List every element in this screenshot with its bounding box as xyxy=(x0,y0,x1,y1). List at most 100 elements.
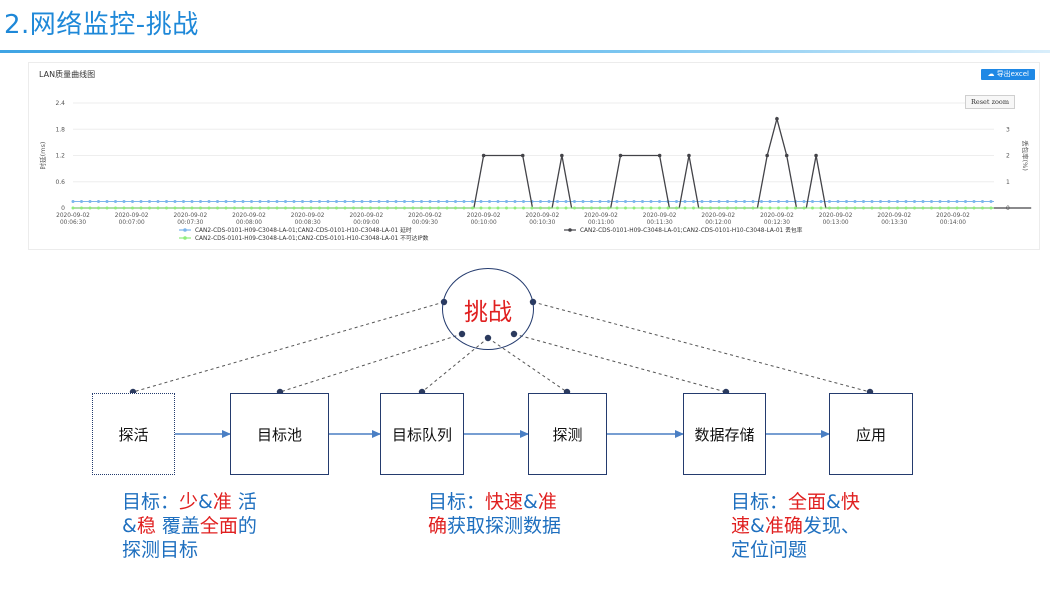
data-point xyxy=(947,206,950,210)
data-point xyxy=(564,199,568,203)
data-point xyxy=(828,206,831,210)
goal-keyword: 稳 xyxy=(136,515,156,537)
data-point xyxy=(471,206,474,210)
data-point xyxy=(649,206,653,210)
data-point xyxy=(386,199,389,203)
goal-keyword: 少 xyxy=(179,491,199,513)
data-point xyxy=(785,199,789,203)
data-point xyxy=(972,199,976,203)
data-point xyxy=(964,206,967,210)
chart-panel: 00.61.21.82.401234时延(ms)丢包率(%)2020-09-02… xyxy=(28,62,1040,250)
line-chart: 00.61.21.82.401234时延(ms)丢包率(%)2020-09-02… xyxy=(38,100,1032,242)
data-point xyxy=(199,199,202,203)
data-point xyxy=(496,206,500,210)
dashed-link-4 xyxy=(487,337,568,393)
x-tick-label: 2020-09-02 xyxy=(173,213,207,219)
data-point xyxy=(751,199,755,203)
goal-keyword: 快速 xyxy=(485,491,524,513)
data-point xyxy=(649,199,653,203)
y-axis-label: 时延(ms) xyxy=(38,142,47,170)
data-point xyxy=(479,199,483,203)
data-point xyxy=(618,153,623,158)
node-data-storage: 数据存储 xyxy=(683,393,766,475)
goal-text-3: 目标：全面&快速&准确发现、定位问题 xyxy=(731,490,931,562)
dashed-link-6 xyxy=(532,301,871,393)
legend-marker xyxy=(568,228,572,232)
data-point xyxy=(275,206,279,210)
data-point xyxy=(173,206,177,210)
data-point xyxy=(481,153,486,158)
goal-text-run: 活 xyxy=(231,491,257,513)
data-point xyxy=(590,206,593,210)
goal-text-run: 定位问题 xyxy=(731,539,808,561)
data-point xyxy=(224,199,228,203)
data-point xyxy=(80,199,83,203)
goal-keyword: 全面 xyxy=(199,515,238,537)
reset-zoom-button[interactable]: Reset zoom xyxy=(964,95,1015,109)
goal-keyword: 确 xyxy=(428,515,448,537)
data-point xyxy=(301,199,304,203)
data-point xyxy=(471,199,474,203)
x-tick-label: 00:09:30 xyxy=(412,220,438,226)
data-point xyxy=(641,206,644,210)
goal-text-run: & xyxy=(750,515,765,537)
data-point xyxy=(326,199,330,203)
node-target-pool: 目标池 xyxy=(230,393,329,475)
x-tick-label: 2020-09-02 xyxy=(701,213,735,219)
data-point xyxy=(165,206,168,210)
data-point xyxy=(335,206,338,210)
data-point xyxy=(556,206,559,210)
goal-text-run: 的 xyxy=(237,515,257,537)
data-point xyxy=(955,199,959,203)
data-point xyxy=(369,206,372,210)
data-point xyxy=(624,206,627,210)
data-point xyxy=(250,199,253,203)
data-point xyxy=(445,199,449,203)
data-point xyxy=(870,199,874,203)
data-point xyxy=(734,206,738,210)
data-point xyxy=(496,199,500,203)
data-point xyxy=(369,199,372,203)
export-excel-button[interactable]: ☁ 导出excel xyxy=(981,69,1035,80)
y-tick-label: 1.8 xyxy=(55,126,65,133)
data-point xyxy=(309,199,313,203)
goal-keyword: 准确 xyxy=(764,515,803,537)
data-point xyxy=(683,199,687,203)
data-point xyxy=(437,206,440,210)
data-point xyxy=(122,199,126,203)
data-point xyxy=(683,206,687,210)
x-tick-label: 00:10:30 xyxy=(529,220,555,226)
data-point xyxy=(547,199,551,203)
data-point xyxy=(258,206,262,210)
data-point xyxy=(105,199,109,203)
data-point xyxy=(250,206,253,210)
data-point xyxy=(709,206,712,210)
data-point xyxy=(811,199,814,203)
data-point xyxy=(156,206,160,210)
x-tick-label: 2020-09-02 xyxy=(643,213,677,219)
cloud-download-icon: ☁ xyxy=(987,70,997,78)
data-point xyxy=(71,206,75,210)
x-tick-label: 00:10:00 xyxy=(471,220,497,226)
goal-text-2: 目标：快速&准确获取探测数据 xyxy=(428,490,628,538)
data-point xyxy=(224,206,228,210)
data-point xyxy=(352,206,355,210)
data-point xyxy=(394,199,398,203)
legend-marker xyxy=(183,228,187,232)
x-tick-label: 00:11:30 xyxy=(647,220,673,226)
data-point xyxy=(513,206,517,210)
data-point xyxy=(216,199,219,203)
x-tick-label: 00:07:30 xyxy=(177,220,203,226)
data-point xyxy=(420,199,423,203)
data-point xyxy=(80,206,83,210)
data-point xyxy=(547,206,551,210)
data-point xyxy=(360,206,364,210)
node-probe: 探测 xyxy=(528,393,607,475)
data-point xyxy=(343,206,347,210)
data-point xyxy=(258,199,262,203)
data-point xyxy=(556,199,559,203)
data-point xyxy=(88,206,92,210)
data-point xyxy=(377,199,381,203)
dashed-link-2 xyxy=(279,333,463,393)
goal-text-run: & xyxy=(198,491,213,513)
